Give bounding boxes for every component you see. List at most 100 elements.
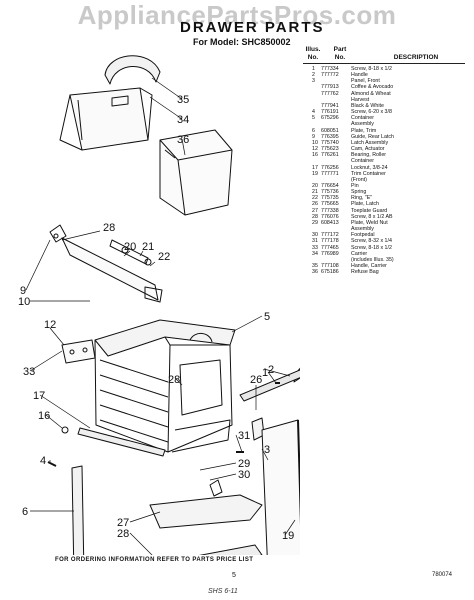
part-description: Spring bbox=[351, 189, 367, 196]
callout-number: 26 bbox=[250, 374, 262, 386]
part-no: 777172 bbox=[321, 232, 339, 239]
parts-row: Harvest bbox=[303, 97, 468, 103]
callout-number: 29 bbox=[238, 458, 250, 470]
callout-number: 22 bbox=[158, 251, 170, 263]
illus-no: 19 bbox=[312, 170, 318, 177]
parts-row: 3 Panel, Front bbox=[303, 78, 468, 84]
roller-bar-drawing bbox=[61, 426, 166, 457]
part-description: Container bbox=[351, 158, 374, 165]
illus-no: 9 bbox=[312, 133, 315, 140]
handwritten-note: SHS 6-11 bbox=[208, 588, 238, 595]
part-no: 777771 bbox=[321, 170, 339, 177]
illus-no: 1 bbox=[312, 66, 315, 72]
illus-no: 4 bbox=[312, 109, 315, 116]
part-description: Cam, Actuator bbox=[351, 146, 385, 153]
callout-number: 28 bbox=[168, 374, 180, 386]
handle-drawing bbox=[239, 367, 300, 402]
part-description: Plate, Latch bbox=[351, 201, 379, 208]
part-no: 776256 bbox=[321, 164, 339, 171]
part-description: Bearing, Roller bbox=[351, 152, 387, 159]
callout-number: 33 bbox=[23, 366, 35, 378]
col-header-desc: DESCRIPTION bbox=[393, 54, 439, 61]
part-description: (includes Illus. 35) bbox=[351, 256, 394, 263]
part-description: Locknut, 3/8-24 bbox=[351, 164, 388, 171]
part-no: 776654 bbox=[321, 182, 339, 189]
part-no: 777334 bbox=[321, 66, 339, 72]
illus-no: 16 bbox=[312, 152, 318, 159]
parts-row: Assembly bbox=[303, 121, 468, 127]
callout-number: 17 bbox=[33, 390, 45, 402]
callout-number: 19 bbox=[282, 530, 294, 542]
part-description: Plate, Trim bbox=[351, 127, 377, 134]
col-illus-text: Illus. No. bbox=[305, 46, 321, 61]
part-no: 775735 bbox=[321, 195, 339, 202]
part-no: 776191 bbox=[321, 109, 339, 116]
parts-row: (includes Illus. 35) bbox=[303, 257, 468, 263]
part-description: (Front) bbox=[351, 176, 367, 183]
col-header-illus: Illus. No. bbox=[303, 46, 323, 62]
container-drawing bbox=[94, 319, 236, 453]
part-description: Panel, Front bbox=[351, 78, 380, 85]
carrier-drawing bbox=[59, 55, 161, 151]
parts-row: 4 776191 Screw, 6-20 x 3/8 bbox=[303, 109, 468, 115]
ordering-info-footer: FOR ORDERING INFORMATION REFER TO PARTS … bbox=[55, 557, 254, 563]
part-no: 776395 bbox=[321, 133, 339, 140]
part-description: Screw, 8-18 x 1/2 bbox=[351, 244, 392, 251]
part-description: Assembly bbox=[351, 121, 374, 128]
callout-number: 3 bbox=[264, 444, 270, 456]
callout-number: 21 bbox=[142, 241, 154, 253]
callout-number: 28 bbox=[117, 528, 129, 540]
illus-no: 33 bbox=[312, 244, 318, 251]
part-description: Almond & Wheat bbox=[351, 90, 391, 97]
part-description: Refuse Bag bbox=[351, 269, 379, 276]
callout-number: 34 bbox=[177, 114, 189, 126]
col-part-text: Part No. bbox=[333, 46, 347, 61]
part-no: 775736 bbox=[321, 189, 339, 196]
illus-no: 10 bbox=[312, 139, 318, 146]
callout-number: 10 bbox=[18, 296, 30, 308]
illus-no: 2 bbox=[312, 72, 315, 79]
screw-4-icon bbox=[47, 461, 57, 467]
part-description: Screw, 6-20 x 3/8 bbox=[351, 109, 392, 116]
part-description: Screw, 8-32 x 1/4 bbox=[351, 238, 392, 245]
parts-row: Assembly bbox=[303, 226, 468, 232]
part-no: 777108 bbox=[321, 263, 339, 269]
illus-no: 3 bbox=[312, 78, 315, 85]
watermark: AppliancePartsPros.com bbox=[77, 0, 397, 30]
illus-no: 34 bbox=[312, 250, 318, 257]
part-description: Screw, 8 x 1/2 AB bbox=[351, 213, 393, 220]
callout-number: 4 bbox=[40, 455, 46, 467]
illus-no: 30 bbox=[312, 232, 318, 239]
part-description: Plate, Weld Nut bbox=[351, 219, 388, 226]
callout-number: 20 bbox=[124, 241, 136, 253]
part-description: Latch Assembly bbox=[351, 139, 389, 146]
front-panel-drawing bbox=[261, 419, 300, 555]
illus-no: 27 bbox=[312, 207, 318, 214]
part-description: Harvest bbox=[351, 96, 370, 103]
part-no: 777772 bbox=[321, 72, 339, 79]
model-line: For Model: SHC850002 bbox=[193, 37, 291, 47]
